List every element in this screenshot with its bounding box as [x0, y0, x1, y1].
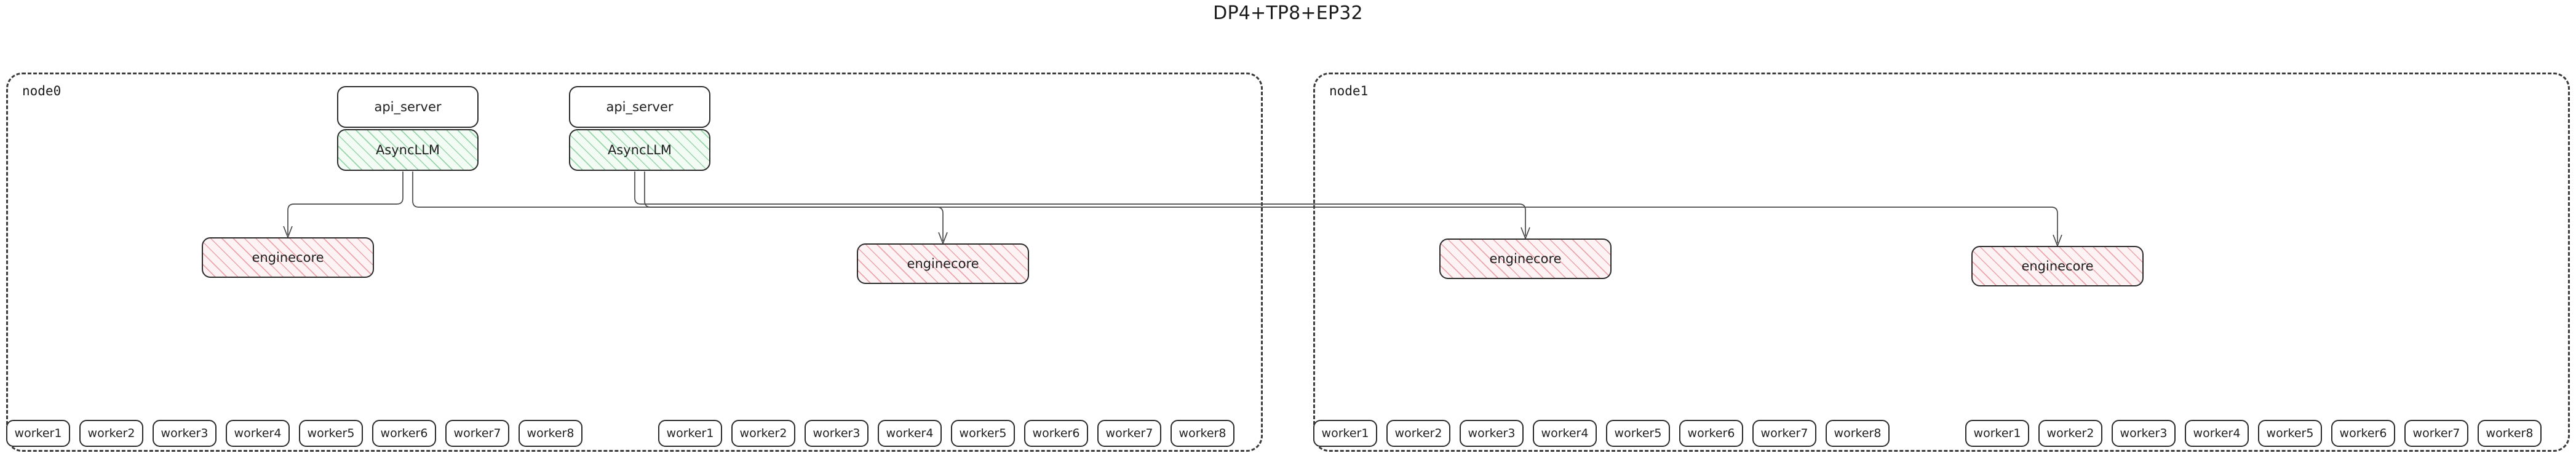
enginecore-box-4[interactable]: enginecore [1971, 246, 2144, 286]
worker-box[interactable]: worker2 [79, 420, 143, 447]
worker-label: worker7 [1760, 427, 1808, 440]
api-server-label: api_server [606, 100, 674, 114]
worker-label: worker4 [2193, 427, 2241, 440]
worker-label: worker6 [1687, 427, 1735, 440]
asyncllm-label: AsyncLLM [607, 143, 672, 157]
worker-label: worker4 [886, 427, 934, 440]
api-server-box-1[interactable]: api_server [337, 86, 479, 128]
worker-label: worker5 [307, 427, 355, 440]
enginecore-box-3[interactable]: enginecore [1439, 238, 1612, 279]
worker-box[interactable]: worker5 [299, 420, 363, 447]
worker-box[interactable]: worker6 [372, 420, 436, 447]
worker-box[interactable]: worker8 [1826, 420, 1890, 447]
worker-box[interactable]: worker4 [878, 420, 942, 447]
worker-label: worker3 [2120, 427, 2168, 440]
worker-box[interactable]: worker6 [1024, 420, 1088, 447]
worker-label: worker6 [1032, 427, 1080, 440]
worker-label: worker2 [87, 427, 135, 440]
worker-label: worker7 [2412, 427, 2460, 440]
cluster-node0 [6, 73, 1263, 452]
worker-label: worker7 [453, 427, 501, 440]
worker-label: worker1 [1973, 427, 2021, 440]
worker-box[interactable]: worker7 [445, 420, 509, 447]
worker-label: worker2 [739, 427, 787, 440]
worker-label: worker1 [666, 427, 714, 440]
worker-label: worker6 [380, 427, 428, 440]
worker-box[interactable]: worker2 [2038, 420, 2102, 447]
worker-box[interactable]: worker7 [2404, 420, 2468, 447]
worker-box[interactable]: worker3 [1460, 420, 1524, 447]
worker-label: worker2 [1394, 427, 1442, 440]
asyncllm-label: AsyncLLM [375, 143, 440, 157]
worker-box[interactable]: worker4 [2185, 420, 2249, 447]
worker-label: worker4 [1541, 427, 1589, 440]
asyncllm-box-2[interactable]: AsyncLLM [569, 129, 710, 171]
enginecore-box-2[interactable]: enginecore [857, 243, 1029, 284]
worker-label: worker1 [1321, 427, 1369, 440]
cluster-node1 [1313, 73, 2570, 452]
worker-label: worker2 [2046, 427, 2094, 440]
enginecore-label: enginecore [1489, 251, 1562, 266]
worker-label: worker8 [1179, 427, 1226, 440]
worker-label: worker5 [2266, 427, 2314, 440]
worker-box[interactable]: worker5 [951, 420, 1015, 447]
worker-label: worker4 [234, 427, 282, 440]
worker-label: worker5 [959, 427, 1007, 440]
enginecore-label: enginecore [252, 250, 324, 265]
worker-label: worker3 [161, 427, 209, 440]
worker-box[interactable]: worker2 [1386, 420, 1450, 447]
worker-label: worker3 [1468, 427, 1516, 440]
worker-box[interactable]: worker3 [2112, 420, 2176, 447]
worker-box[interactable]: worker4 [226, 420, 290, 447]
enginecore-box-1[interactable]: enginecore [202, 237, 374, 278]
worker-label: worker6 [2339, 427, 2387, 440]
asyncllm-box-1[interactable]: AsyncLLM [337, 129, 479, 171]
worker-box[interactable]: worker1 [1965, 420, 2029, 447]
enginecore-label: enginecore [2021, 259, 2094, 274]
worker-box[interactable]: worker6 [2331, 420, 2395, 447]
cluster-node0-label: node0 [22, 84, 62, 98]
worker-box[interactable]: worker6 [1679, 420, 1743, 447]
enginecore-label: enginecore [907, 256, 979, 271]
cluster-node1-label: node1 [1329, 84, 1369, 98]
worker-box[interactable]: worker8 [1171, 420, 1234, 447]
worker-label: worker8 [527, 427, 574, 440]
worker-label: worker5 [1614, 427, 1662, 440]
worker-box[interactable]: worker8 [519, 420, 582, 447]
worker-box[interactable]: worker7 [1752, 420, 1816, 447]
worker-box[interactable]: worker8 [2478, 420, 2542, 447]
worker-box[interactable]: worker5 [1606, 420, 1670, 447]
worker-box[interactable]: worker3 [805, 420, 869, 447]
api-server-box-2[interactable]: api_server [569, 86, 710, 128]
worker-box[interactable]: worker1 [6, 420, 70, 447]
worker-label: worker3 [813, 427, 861, 440]
worker-label: worker8 [2486, 427, 2534, 440]
worker-label: worker1 [14, 427, 62, 440]
worker-box[interactable]: worker7 [1097, 420, 1161, 447]
worker-box[interactable]: worker5 [2258, 420, 2322, 447]
worker-box[interactable]: worker1 [1313, 420, 1377, 447]
worker-label: worker7 [1105, 427, 1153, 440]
page-title: DP4+TP8+EP32 [1213, 2, 1363, 24]
worker-box[interactable]: worker3 [153, 420, 217, 447]
worker-label: worker8 [1834, 427, 1882, 440]
worker-box[interactable]: worker4 [1533, 420, 1597, 447]
worker-box[interactable]: worker1 [658, 420, 722, 447]
api-server-label: api_server [374, 100, 442, 114]
worker-box[interactable]: worker2 [731, 420, 795, 447]
